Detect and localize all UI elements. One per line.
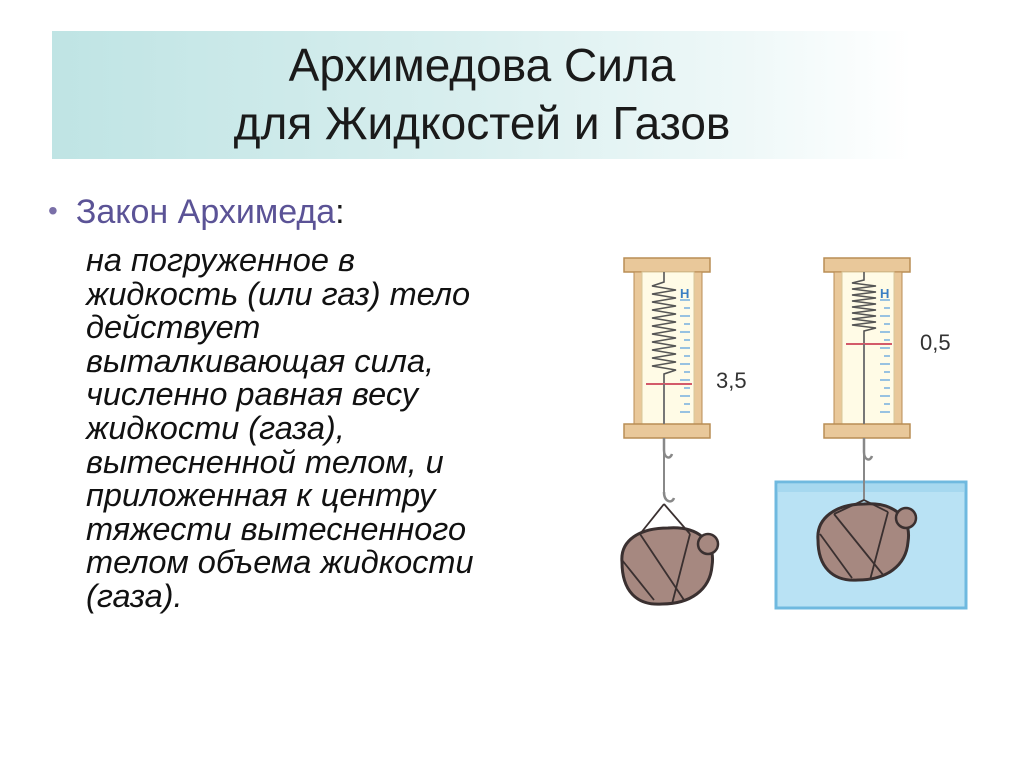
law-line: выталкивающая сила,	[86, 342, 435, 379]
law-line: численно равная весу	[86, 376, 418, 413]
law-line: вытесненной телом, и	[86, 443, 444, 480]
law-line: на погруженное в	[86, 242, 355, 278]
left-stone-bump	[696, 532, 720, 556]
right-reading: 0,5	[920, 330, 951, 355]
bullet-heading: • Закон Архимеда:	[48, 192, 345, 234]
water-container	[774, 478, 968, 610]
law-line: тяжести вытесненного	[86, 510, 467, 547]
right-scale-ticks	[880, 299, 890, 413]
left-reading: 3,5	[716, 368, 747, 393]
right-dynamometer: Н	[823, 257, 911, 478]
slide-title: Архимедова Сила для Жидкостей и Газов	[52, 36, 912, 152]
title-line-1: Архимедова Сила	[288, 39, 676, 91]
left-spring	[651, 272, 677, 384]
left-frame-post	[633, 271, 643, 425]
law-line: (газа).	[86, 577, 183, 614]
left-dynamometer: Н	[620, 257, 720, 606]
law-text: на погруженное в жидкость (или газ) тело…	[86, 242, 586, 614]
right-hook-top	[862, 438, 874, 461]
left-hook-bottom	[662, 491, 676, 503]
bullet-title: Закон Архимеда	[75, 193, 336, 231]
law-line: приложенная к центру	[86, 477, 436, 514]
title-band	[52, 31, 912, 159]
right-stone-bump	[894, 506, 918, 530]
right-scale-unit: Н	[880, 286, 889, 301]
right-bottom-bar	[823, 423, 911, 439]
right-frame-post	[893, 271, 903, 425]
left-stone	[620, 526, 714, 606]
left-scale-ticks	[680, 299, 690, 413]
right-top-bar	[823, 257, 911, 273]
law-line: телом объема жидкости	[86, 544, 474, 581]
bullet-colon: :	[335, 193, 345, 231]
right-frame-post	[833, 271, 843, 425]
left-stone-strings	[621, 503, 691, 605]
right-spring	[851, 272, 877, 344]
law-line: жидкости (газа),	[86, 409, 345, 446]
title-line-2: для Жидкостей и Газов	[233, 97, 731, 149]
left-bottom-bar	[623, 423, 711, 439]
right-stone	[816, 502, 910, 582]
bullet-dot-icon: •	[48, 195, 58, 226]
water-surface	[778, 484, 964, 492]
right-stone-strings	[819, 499, 889, 581]
left-hook-top	[662, 438, 674, 459]
left-scale-unit: Н	[680, 286, 689, 301]
left-frame-post	[693, 271, 703, 425]
law-line: жидкость (или газ) тело	[86, 275, 471, 312]
law-line: действует	[86, 309, 261, 346]
left-top-bar	[623, 257, 711, 273]
